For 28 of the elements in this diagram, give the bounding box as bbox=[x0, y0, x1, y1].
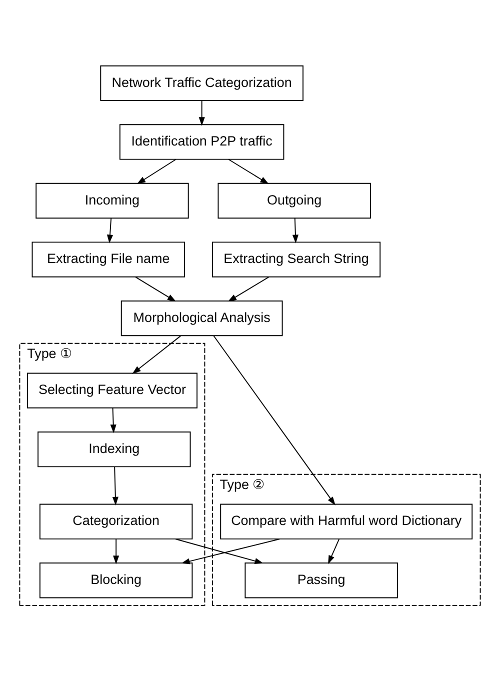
arrow bbox=[106, 217, 114, 243]
arrow bbox=[113, 538, 120, 564]
arrow bbox=[132, 334, 182, 374]
node-box: Network Traffic Categorization bbox=[100, 64, 304, 101]
node-box: Passing bbox=[244, 562, 398, 598]
node-box: Blocking bbox=[39, 562, 193, 598]
arrow bbox=[292, 217, 298, 243]
node-box: Extracting File name bbox=[32, 241, 185, 277]
arrow bbox=[328, 538, 340, 564]
node-box: Incoming bbox=[36, 182, 189, 218]
arrow bbox=[134, 276, 176, 302]
arrow bbox=[181, 538, 280, 564]
arrow bbox=[136, 158, 176, 184]
arrow bbox=[228, 158, 269, 184]
arrow bbox=[112, 466, 118, 506]
node-box: Outgoing bbox=[218, 182, 371, 218]
arrow bbox=[213, 334, 336, 505]
node-box: Extracting Search String bbox=[212, 241, 381, 277]
arrow bbox=[110, 407, 116, 433]
node-box: Indexing bbox=[38, 431, 191, 467]
node-box: Identification P2P traffic bbox=[119, 124, 284, 160]
node-box: Morphological Analysis bbox=[120, 300, 283, 336]
arrow bbox=[198, 100, 205, 126]
arrow bbox=[228, 276, 270, 302]
arrow bbox=[174, 538, 264, 564]
node-box: Compare with Harmful word Dictionary bbox=[220, 503, 473, 539]
node-box: Selecting Feature Vector bbox=[26, 372, 198, 408]
node-box: Categorization bbox=[39, 503, 193, 539]
